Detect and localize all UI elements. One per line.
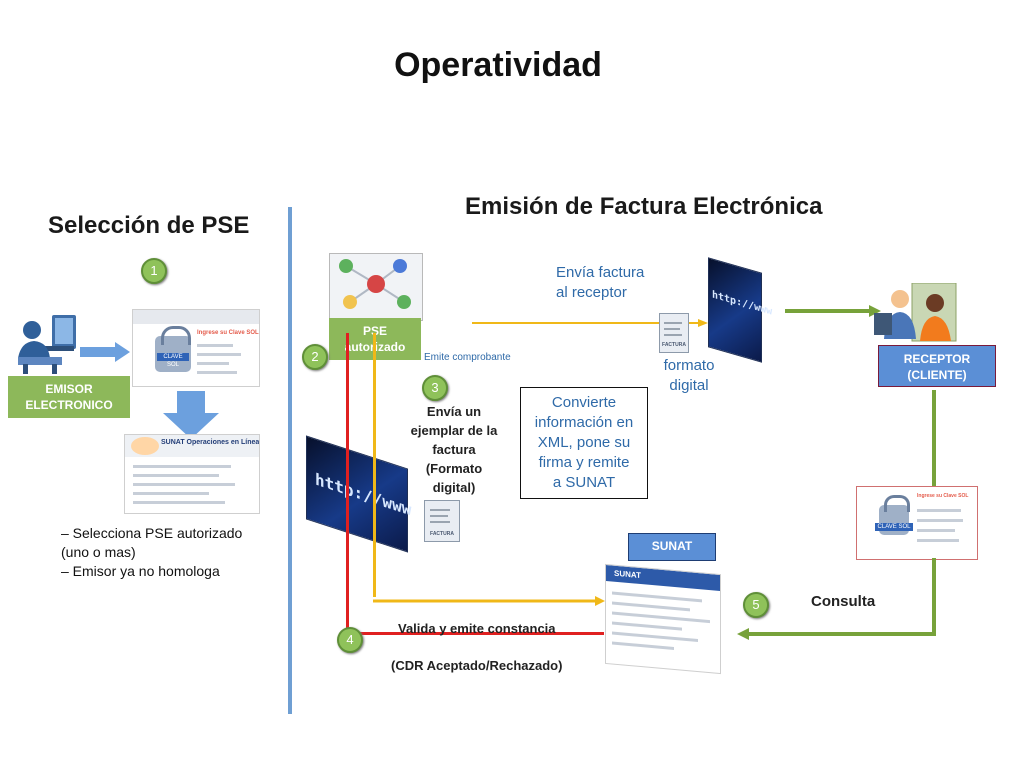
page-title: Operatividad	[394, 46, 602, 84]
step-1-badge: 1	[141, 258, 167, 284]
sunat-portal-screenshot: SUNAT	[605, 563, 721, 675]
clave-sol-screen-title: Ingrese su Clave SOL	[917, 493, 969, 499]
factura-icon-text: FACTURA	[662, 342, 686, 348]
screenshot-header	[133, 310, 259, 324]
lock-shackle	[884, 495, 910, 512]
sunat-label: SUNAT	[628, 533, 716, 561]
yellow-arrow-to-sunat	[373, 593, 605, 606]
http-text: http://www	[712, 289, 773, 318]
consulta-text: Consulta	[811, 593, 876, 610]
http-emisor-image: http://www	[306, 435, 412, 553]
clave-sol-screenshot: CLAVE SOL Ingrese su Clave SOL	[132, 309, 260, 387]
emisor-label: EMISOR ELECTRONICO	[8, 376, 130, 418]
green-arrow-to-receptor	[785, 304, 881, 317]
cdr-text: (CDR Aceptado/Rechazado)	[391, 658, 563, 673]
olive-arrow-to-sunat	[737, 627, 936, 640]
sunat-screen-title: SUNAT Operaciones en Línea	[161, 439, 260, 446]
envia-factura-text: Envía factura al receptor	[556, 264, 645, 301]
bullet-item: – Selecciona PSE autorizado	[61, 525, 243, 541]
step-4-badge: 4	[337, 627, 363, 653]
receptor-label: RECEPTOR (CLIENTE)	[878, 345, 996, 387]
receptor-login-screenshot: CLAVE SOL Ingrese su Clave SOL	[856, 486, 978, 560]
sunat-mascot-icon	[131, 437, 159, 455]
red-line-horizontal	[346, 632, 604, 635]
clave-sol-screen-title: Ingrese su Clave SOL	[197, 330, 259, 336]
left-bullets: – Selecciona PSE autorizado (uno o mas) …	[61, 524, 271, 581]
receptor-people-icon	[874, 282, 958, 343]
factura-small-icon-text: FACTURA	[430, 531, 454, 537]
pse-network-image	[329, 253, 423, 321]
bullet-item: (uno o mas)	[61, 544, 136, 560]
bullet-item: – Emisor ya no homologa	[61, 563, 220, 579]
http-receptor-image: http://www	[708, 257, 772, 363]
emite-comprobante-text: Emite comprobante	[424, 352, 511, 363]
right-heading: Emisión de Factura Electrónica	[465, 193, 823, 220]
emisor-computer-icon	[14, 315, 80, 375]
http-text: http://www	[315, 469, 412, 520]
left-arrow-down-icon	[163, 391, 219, 439]
valida-text: Valida y emite constancia	[398, 621, 556, 636]
olive-line-upper	[932, 390, 936, 486]
factura-icon: FACTURA	[659, 313, 689, 353]
step-2-badge: 2	[302, 344, 328, 370]
factura-small-icon: FACTURA	[424, 500, 460, 542]
left-arrow-right-icon	[80, 342, 130, 362]
sunat-screen-header	[125, 435, 259, 457]
convierte-box: Convierte información en XML, pone su fi…	[520, 387, 648, 499]
lock-shackle	[161, 326, 191, 345]
sunat-screenshot: SUNAT Operaciones en Línea	[124, 434, 260, 514]
divider-line	[288, 207, 292, 714]
olive-line-lower	[932, 558, 936, 634]
clavesol-logo: CLAVE SOL	[875, 523, 913, 531]
clavesol-logo: CLAVE SOL	[157, 353, 189, 368]
red-line-vertical	[346, 333, 349, 635]
step-3-badge: 3	[422, 375, 448, 401]
step-5-badge: 5	[743, 592, 769, 618]
left-heading: Selección de PSE	[48, 212, 250, 239]
envia-ejemplar-text: Envía un ejemplar de la factura (Formato…	[410, 404, 498, 495]
yellow-line-vertical	[373, 333, 376, 597]
formato-digital-text: formato digital	[663, 357, 715, 394]
